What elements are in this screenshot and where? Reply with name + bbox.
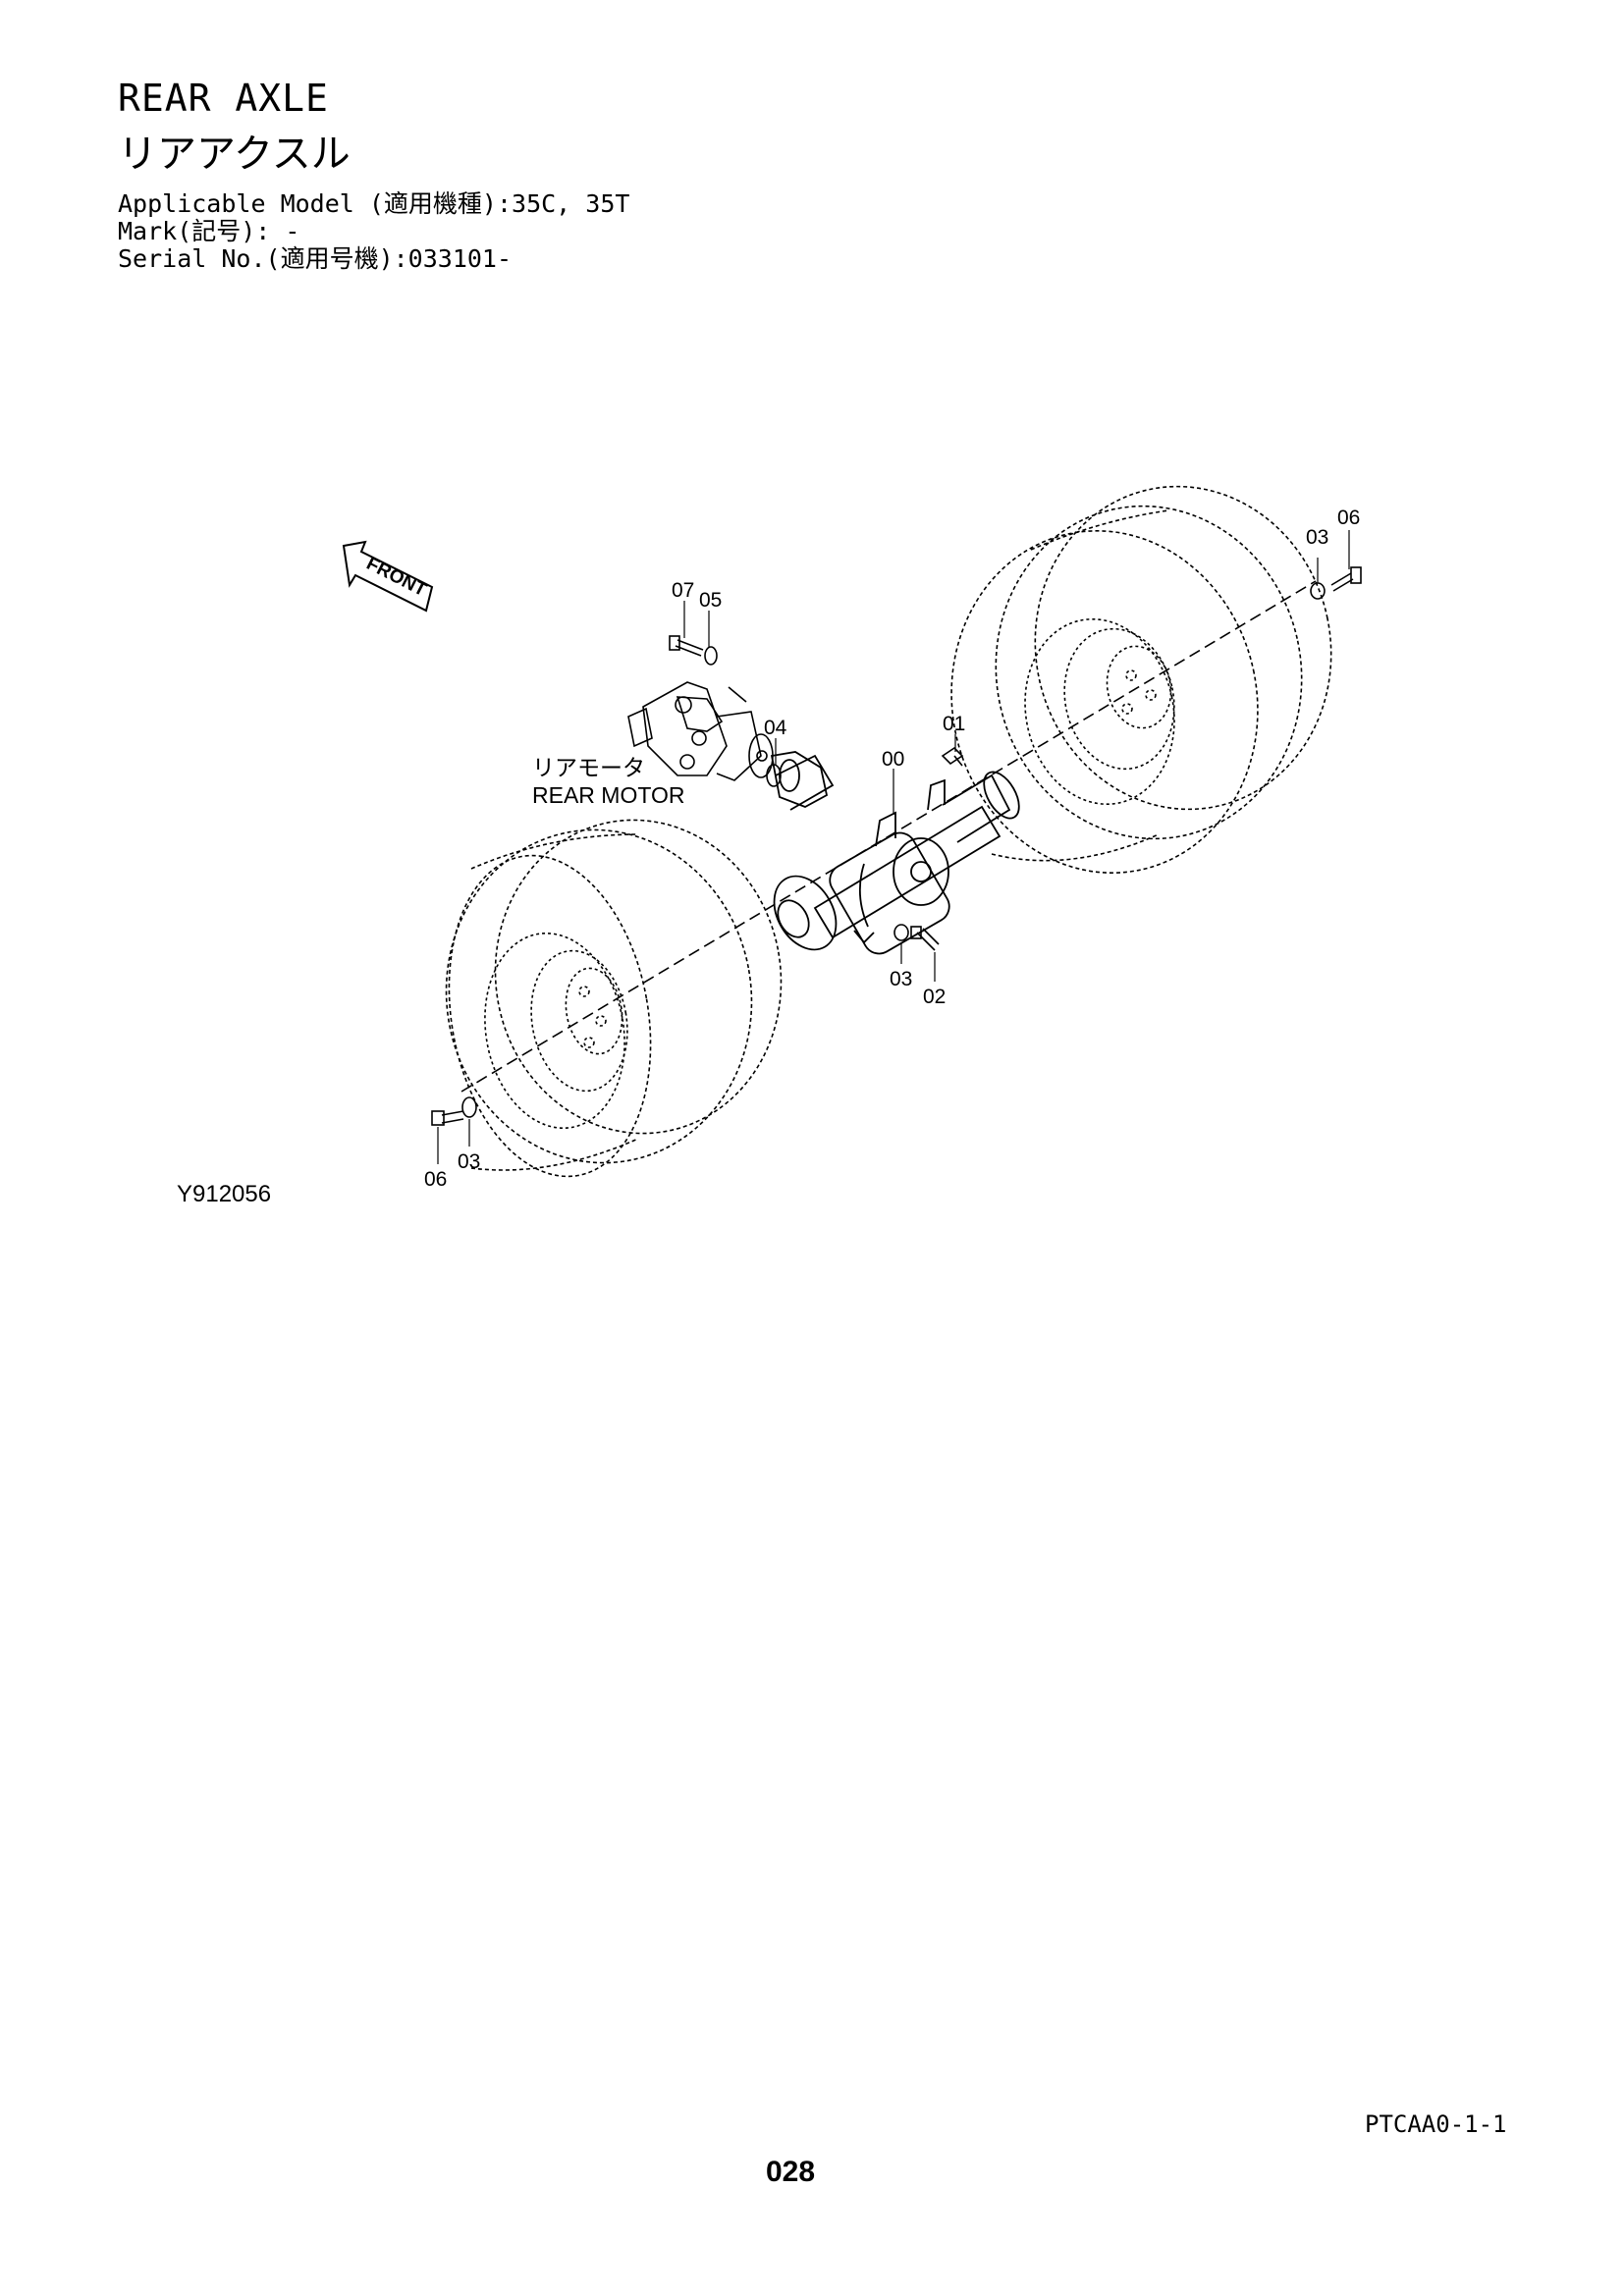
callout-06-right: 06 xyxy=(1337,507,1360,529)
applicable-model: Applicable Model (適用機種):35C, 35T xyxy=(118,189,630,218)
washer-03-left xyxy=(461,1096,477,1118)
washer-05 xyxy=(704,646,718,666)
page-number: 028 xyxy=(766,2156,816,2188)
callout-05: 05 xyxy=(699,589,722,612)
right-wheel xyxy=(950,485,1332,874)
callout-00: 00 xyxy=(882,748,904,771)
page-title: REAR AXLE xyxy=(118,77,329,120)
serial-number: Serial No.(適用号機):033101- xyxy=(118,244,513,273)
callout-02: 02 xyxy=(923,986,946,1008)
callout-03-left: 03 xyxy=(458,1150,480,1173)
front-arrow-icon: FRONT xyxy=(342,540,434,613)
front-label: FRONT xyxy=(363,554,430,602)
page-code: PTCAA0-1-1 xyxy=(1365,2110,1507,2138)
left-rim xyxy=(484,932,628,1130)
leader-lines xyxy=(437,530,1350,1164)
bolt-02 xyxy=(910,926,940,951)
washer-03-center xyxy=(893,924,909,941)
right-rim xyxy=(1024,617,1175,806)
page-title-japanese: リアアクスル xyxy=(118,132,351,177)
callout-04: 04 xyxy=(764,717,787,739)
left-wheel xyxy=(445,819,783,1178)
plug-01 xyxy=(941,746,964,767)
rear-motor xyxy=(627,681,774,781)
bolt-06-right xyxy=(1330,566,1362,592)
callout-03-center: 03 xyxy=(890,968,912,990)
callout-01: 01 xyxy=(943,713,965,735)
mark: Mark(記号): - xyxy=(118,217,300,245)
rear-motor-label: REAR MOTOR xyxy=(532,782,684,808)
o-ring-04 xyxy=(766,764,782,787)
figure-id: Y912056 xyxy=(177,1181,272,1207)
rear-motor-label-japanese: リアモータ xyxy=(532,755,645,780)
callout-06-left: 06 xyxy=(424,1168,447,1191)
callout-07: 07 xyxy=(672,579,694,602)
callout-03-right: 03 xyxy=(1306,526,1328,549)
rear-axle-housing xyxy=(770,751,1020,955)
bolt-07 xyxy=(669,635,704,657)
bolt-06-left xyxy=(431,1110,464,1126)
